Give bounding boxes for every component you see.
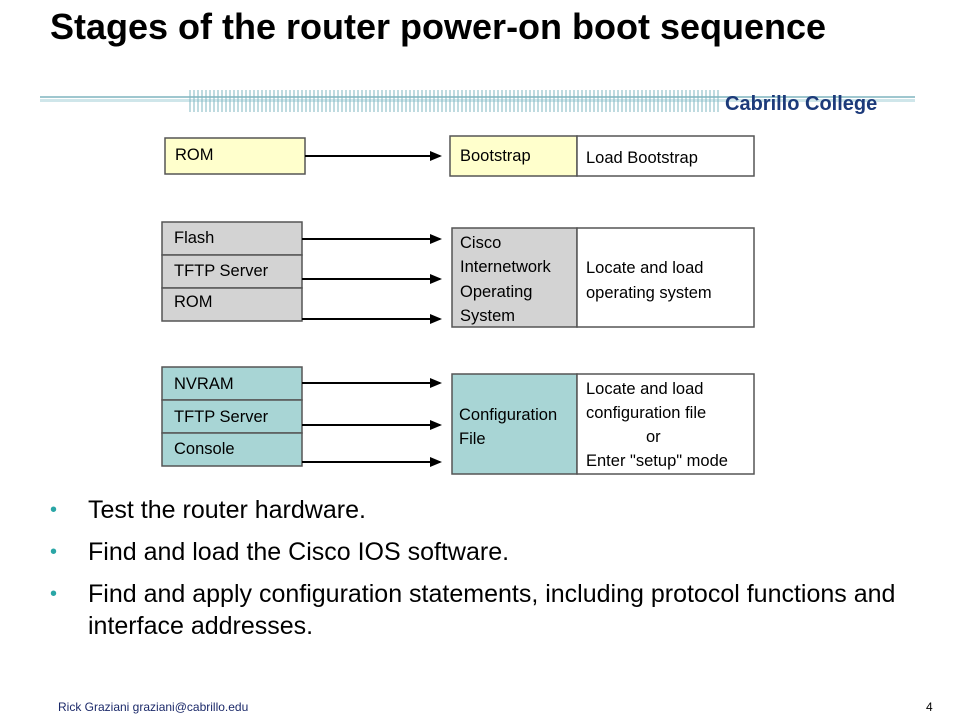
bullet-list: • Test the router hardware. • Find and loa…: [50, 494, 930, 652]
config-action-line-3: or: [646, 428, 661, 446]
bootstrap-action-box: [576, 135, 755, 177]
config-source-console: Console: [174, 440, 235, 458]
ios-action-line-2: operating system: [586, 284, 712, 302]
ios-action-line-1: Locate and load: [586, 259, 703, 277]
ios-source-flash: Flash: [174, 229, 214, 247]
config-file-label-line-2: File: [459, 430, 486, 448]
bullet-text: Find and apply configuration statements,…: [88, 580, 896, 640]
bullet-text: Test the router hardware.: [88, 496, 366, 524]
bootstrap-box: [449, 135, 578, 177]
ios-label-line-3: Operating: [460, 283, 532, 301]
bullet-item: • Find and load the Cisco IOS software.: [50, 536, 930, 568]
page-number: 4: [926, 700, 933, 714]
brand-logo-text: Cabrillo College: [725, 93, 878, 115]
bullet-item: • Test the router hardware.: [50, 494, 930, 526]
ios-source-tftp: TFTP Server: [174, 262, 269, 280]
footer-author: Rick Graziani graziani@cabrillo.edu: [58, 700, 249, 714]
bullet-text: Find and load the Cisco IOS software.: [88, 538, 510, 566]
ios-label-line-2: Internetwork: [460, 258, 552, 276]
ios-source-rom: ROM: [174, 293, 213, 311]
ios-box: [451, 227, 578, 328]
header-stripe-band: [40, 90, 915, 112]
ios-source-box-3: [161, 287, 303, 322]
ios-label-line-1: Cisco: [460, 234, 501, 252]
ios-label-line-4: System: [460, 307, 515, 325]
ios-source-box-1: [161, 221, 303, 256]
bullet-dot-icon: •: [50, 583, 58, 605]
config-source-box-2: [161, 399, 303, 434]
bullet-dot-icon: •: [50, 499, 58, 521]
config-source-tftp: TFTP Server: [174, 408, 269, 426]
bullet-dot-icon: •: [50, 541, 58, 563]
bootstrap-action-label: Load Bootstrap: [586, 149, 698, 167]
config-action-line-2: configuration file: [586, 404, 706, 422]
slide-title: Stages of the router power-on boot seque…: [50, 6, 827, 47]
config-file-label-line-1: Configuration: [459, 406, 557, 424]
config-action-line-4: Enter "setup" mode: [586, 452, 728, 470]
config-action-box: [576, 373, 755, 475]
config-source-box-3: [161, 432, 303, 467]
config-file-box: [451, 373, 578, 475]
bullet-item: • Find and apply configuration statements…: [50, 578, 930, 642]
rom-source-label: ROM: [175, 146, 214, 164]
config-source-nvram: NVRAM: [174, 375, 234, 393]
rom-source-box: [164, 137, 306, 175]
config-action-line-1: Locate and load: [586, 380, 703, 398]
ios-action-box: [576, 227, 755, 328]
bootstrap-label: Bootstrap: [460, 147, 531, 165]
ios-source-box-2: [161, 254, 303, 289]
